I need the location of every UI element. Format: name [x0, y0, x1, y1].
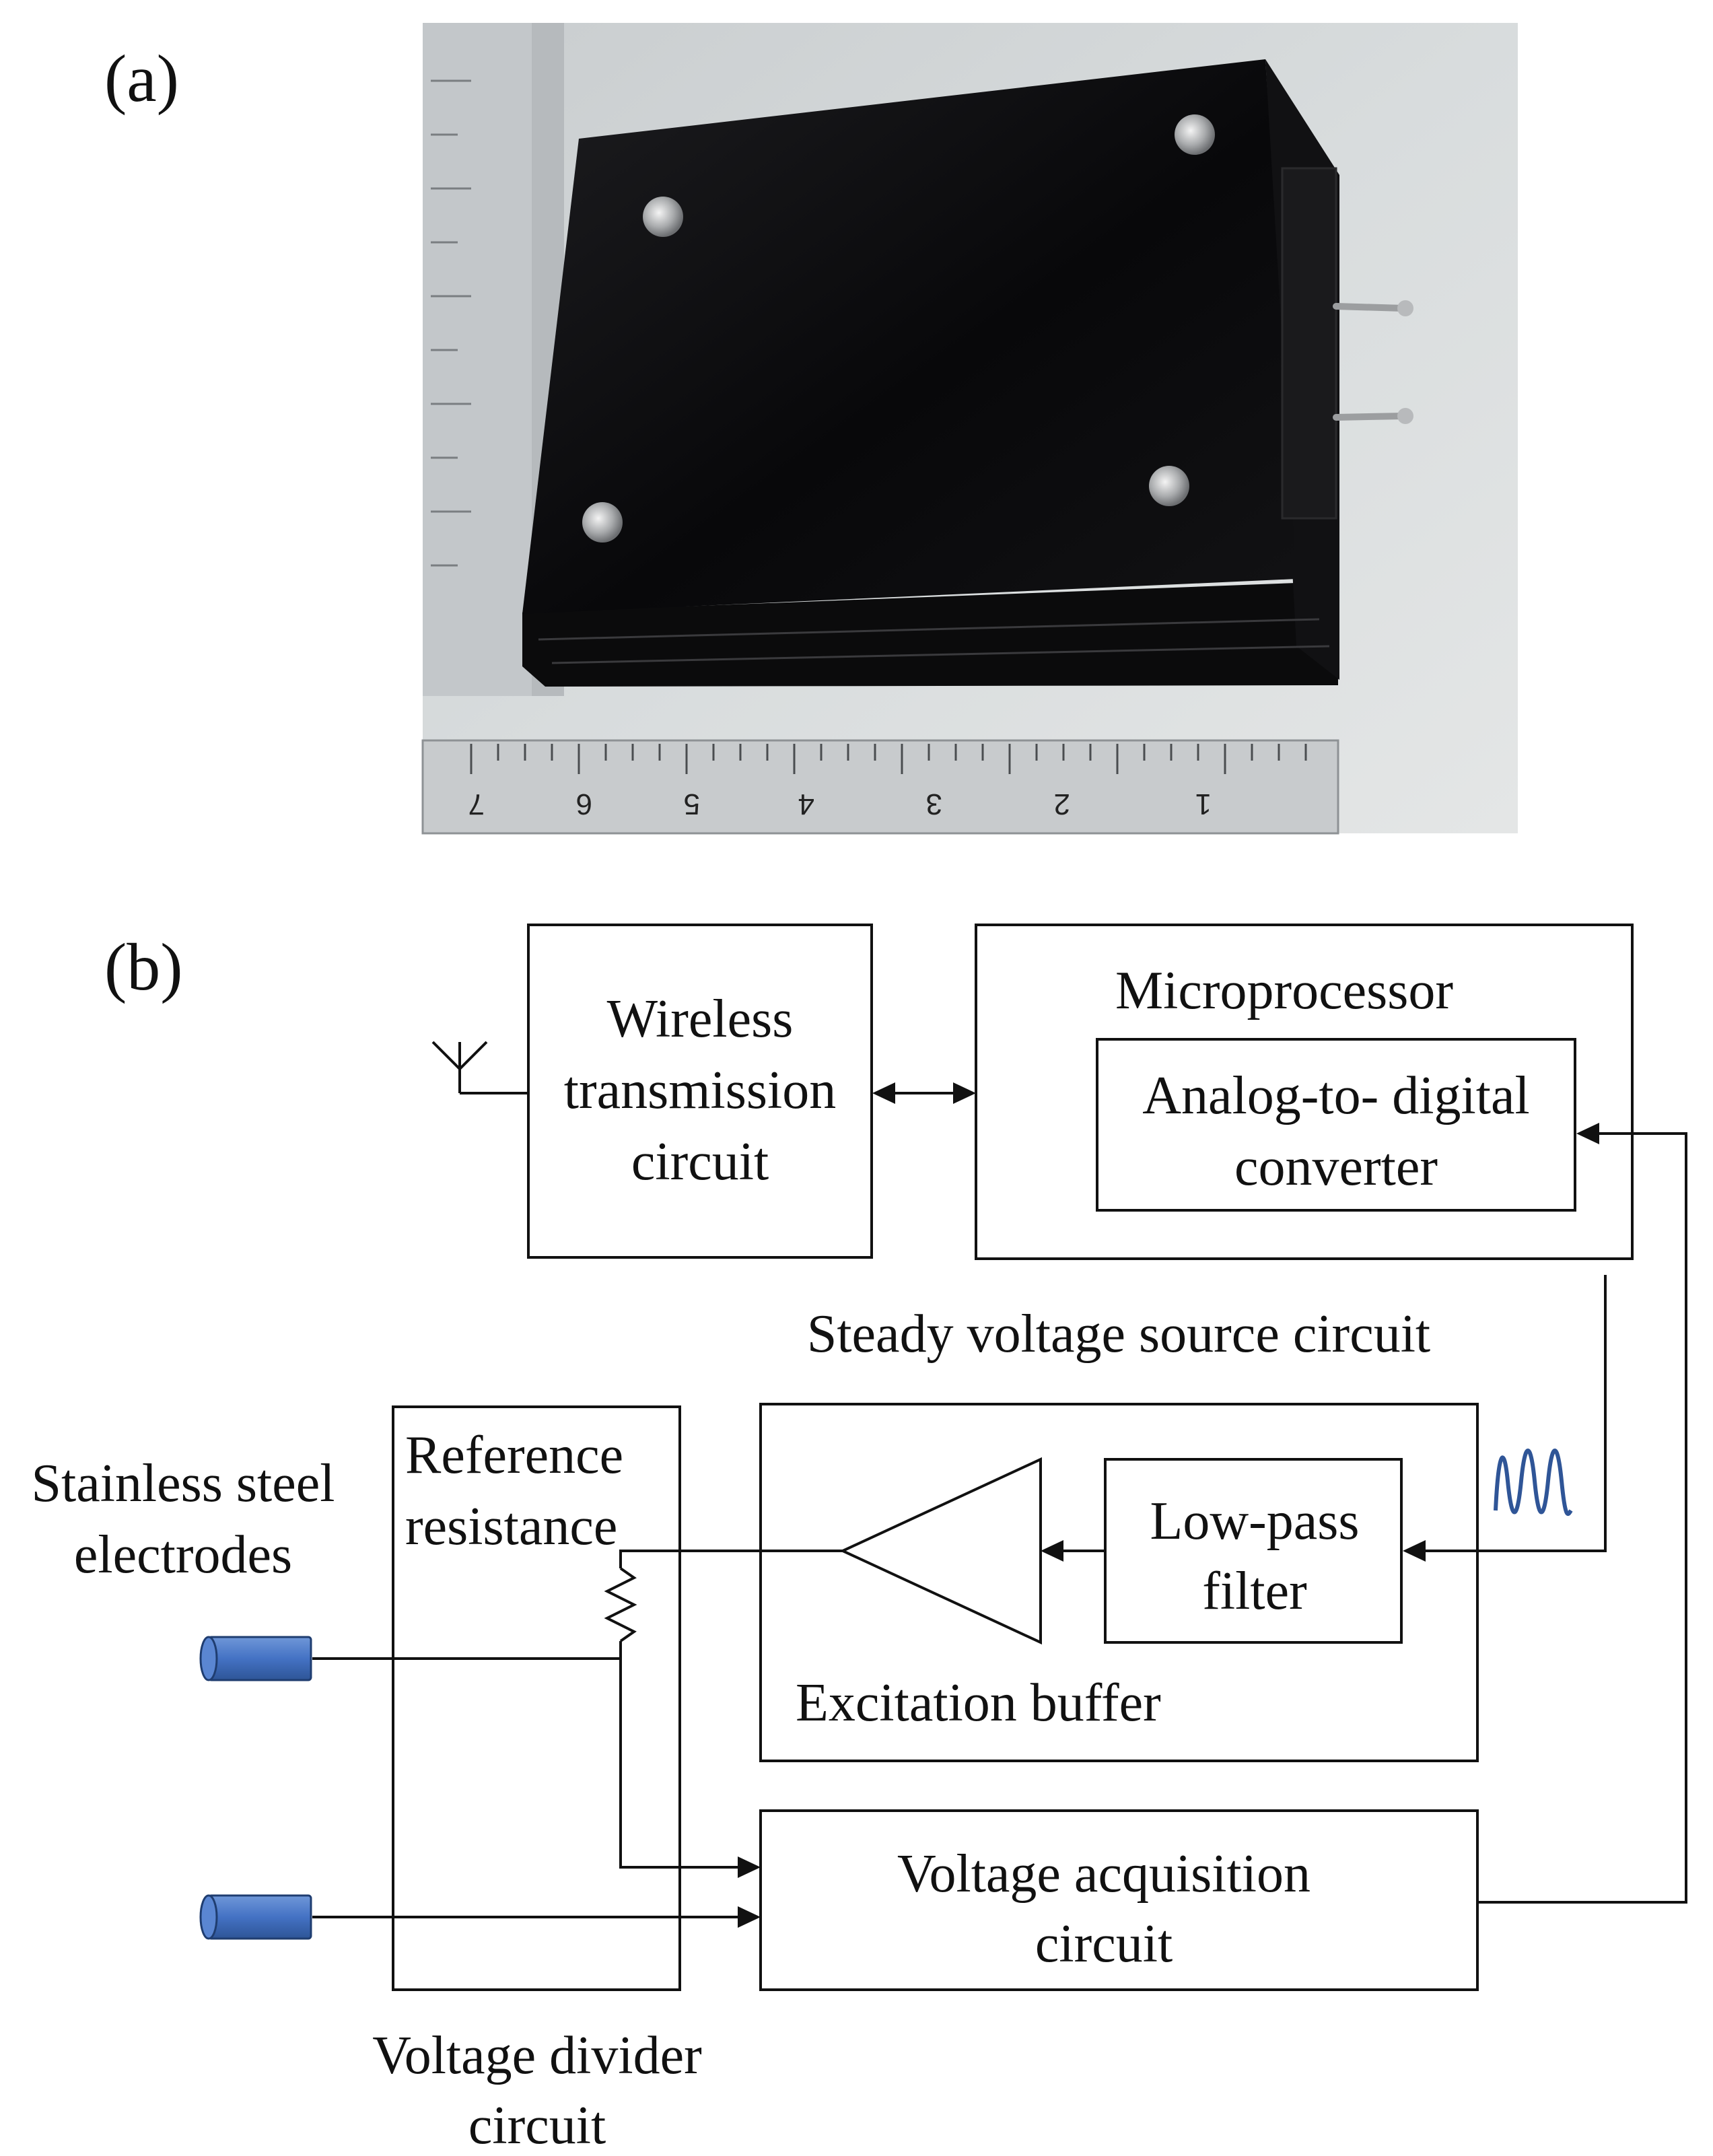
panel-b-label: (b)	[104, 930, 183, 1004]
voltage-divider-box	[392, 1405, 681, 1991]
electrode-icon	[199, 1894, 312, 1940]
voltage-divider-line: Voltage divider	[372, 2026, 702, 2085]
sine-wave-icon	[1494, 1449, 1573, 1516]
reference-resistance-line: resistance	[405, 1497, 617, 1556]
adc-label-line: converter	[1234, 1138, 1438, 1197]
amplifier-triangle-icon	[839, 1457, 1042, 1645]
adc-label-line: Analog-to- digital	[1142, 1066, 1529, 1125]
screw	[643, 197, 683, 237]
microprocessor-box	[975, 924, 1634, 1260]
screw	[1175, 114, 1215, 155]
ruler-number: 4	[798, 788, 814, 821]
excitation-buffer-label: Excitation buffer	[796, 1673, 1161, 1733]
wireless-label: Wireless transmission circuit	[564, 989, 836, 1191]
voltage-acquisition-box	[759, 1809, 1479, 1991]
wireless-label-line: Wireless	[607, 989, 794, 1049]
screw	[582, 502, 623, 543]
device-enclosure	[522, 59, 1413, 687]
low-pass-label-line: filter	[1202, 1562, 1306, 1621]
reference-resistance-line: Reference	[405, 1426, 623, 1485]
ruler-number: 2	[1054, 788, 1070, 821]
wireless-label-line: transmission	[564, 1061, 836, 1120]
reference-resistance-label: Reference resistance	[405, 1426, 623, 1556]
voltage-acquisition-line: circuit	[1035, 1914, 1173, 1974]
adc-box	[1096, 1038, 1576, 1212]
voltage-divider-label: Voltage divider circuit	[372, 2026, 702, 2155]
arrowheads	[738, 1082, 1599, 1928]
voltage-divider-line: circuit	[468, 2096, 606, 2153]
electrode-icon	[199, 1636, 312, 1681]
voltage-acquisition-label: Voltage acquisition circuit	[897, 1844, 1310, 1974]
connection-lines	[312, 1041, 1687, 1918]
wireless-box	[527, 924, 873, 1259]
panel-a-label: (a)	[104, 41, 179, 116]
ruler-number: 1	[1195, 788, 1212, 821]
microprocessor-label: Microprocessor	[1115, 961, 1453, 1020]
wireless-label-line: circuit	[631, 1132, 769, 1191]
low-pass-label-line: Low-pass	[1150, 1492, 1359, 1551]
steady-source-box	[759, 1403, 1479, 1762]
screw	[1149, 466, 1189, 506]
adc-label: Analog-to- digital converter	[1142, 1066, 1529, 1197]
electrodes-label-line: electrodes	[74, 1525, 292, 1585]
ruler-number: 7	[468, 788, 485, 821]
voltage-acquisition-line: Voltage acquisition	[897, 1844, 1310, 1904]
electrodes-label: Stainless steel electrodes	[31, 1454, 335, 1585]
low-pass-label: Low-pass filter	[1150, 1492, 1359, 1621]
resistor-icon	[604, 1567, 637, 1642]
steady-source-label: Steady voltage source circuit	[807, 1305, 1430, 1364]
ruler-number: 6	[576, 788, 592, 821]
ruler-number: 3	[926, 788, 942, 821]
electrodes-label-line: Stainless steel	[31, 1454, 335, 1513]
horizontal-ruler: 7 6 5 4 3 2 1	[421, 739, 1339, 835]
ruler-number: 5	[684, 788, 700, 821]
block-outlines	[392, 924, 1634, 1991]
device-photo: 7 6 5 4 3 2 1	[421, 23, 1518, 835]
